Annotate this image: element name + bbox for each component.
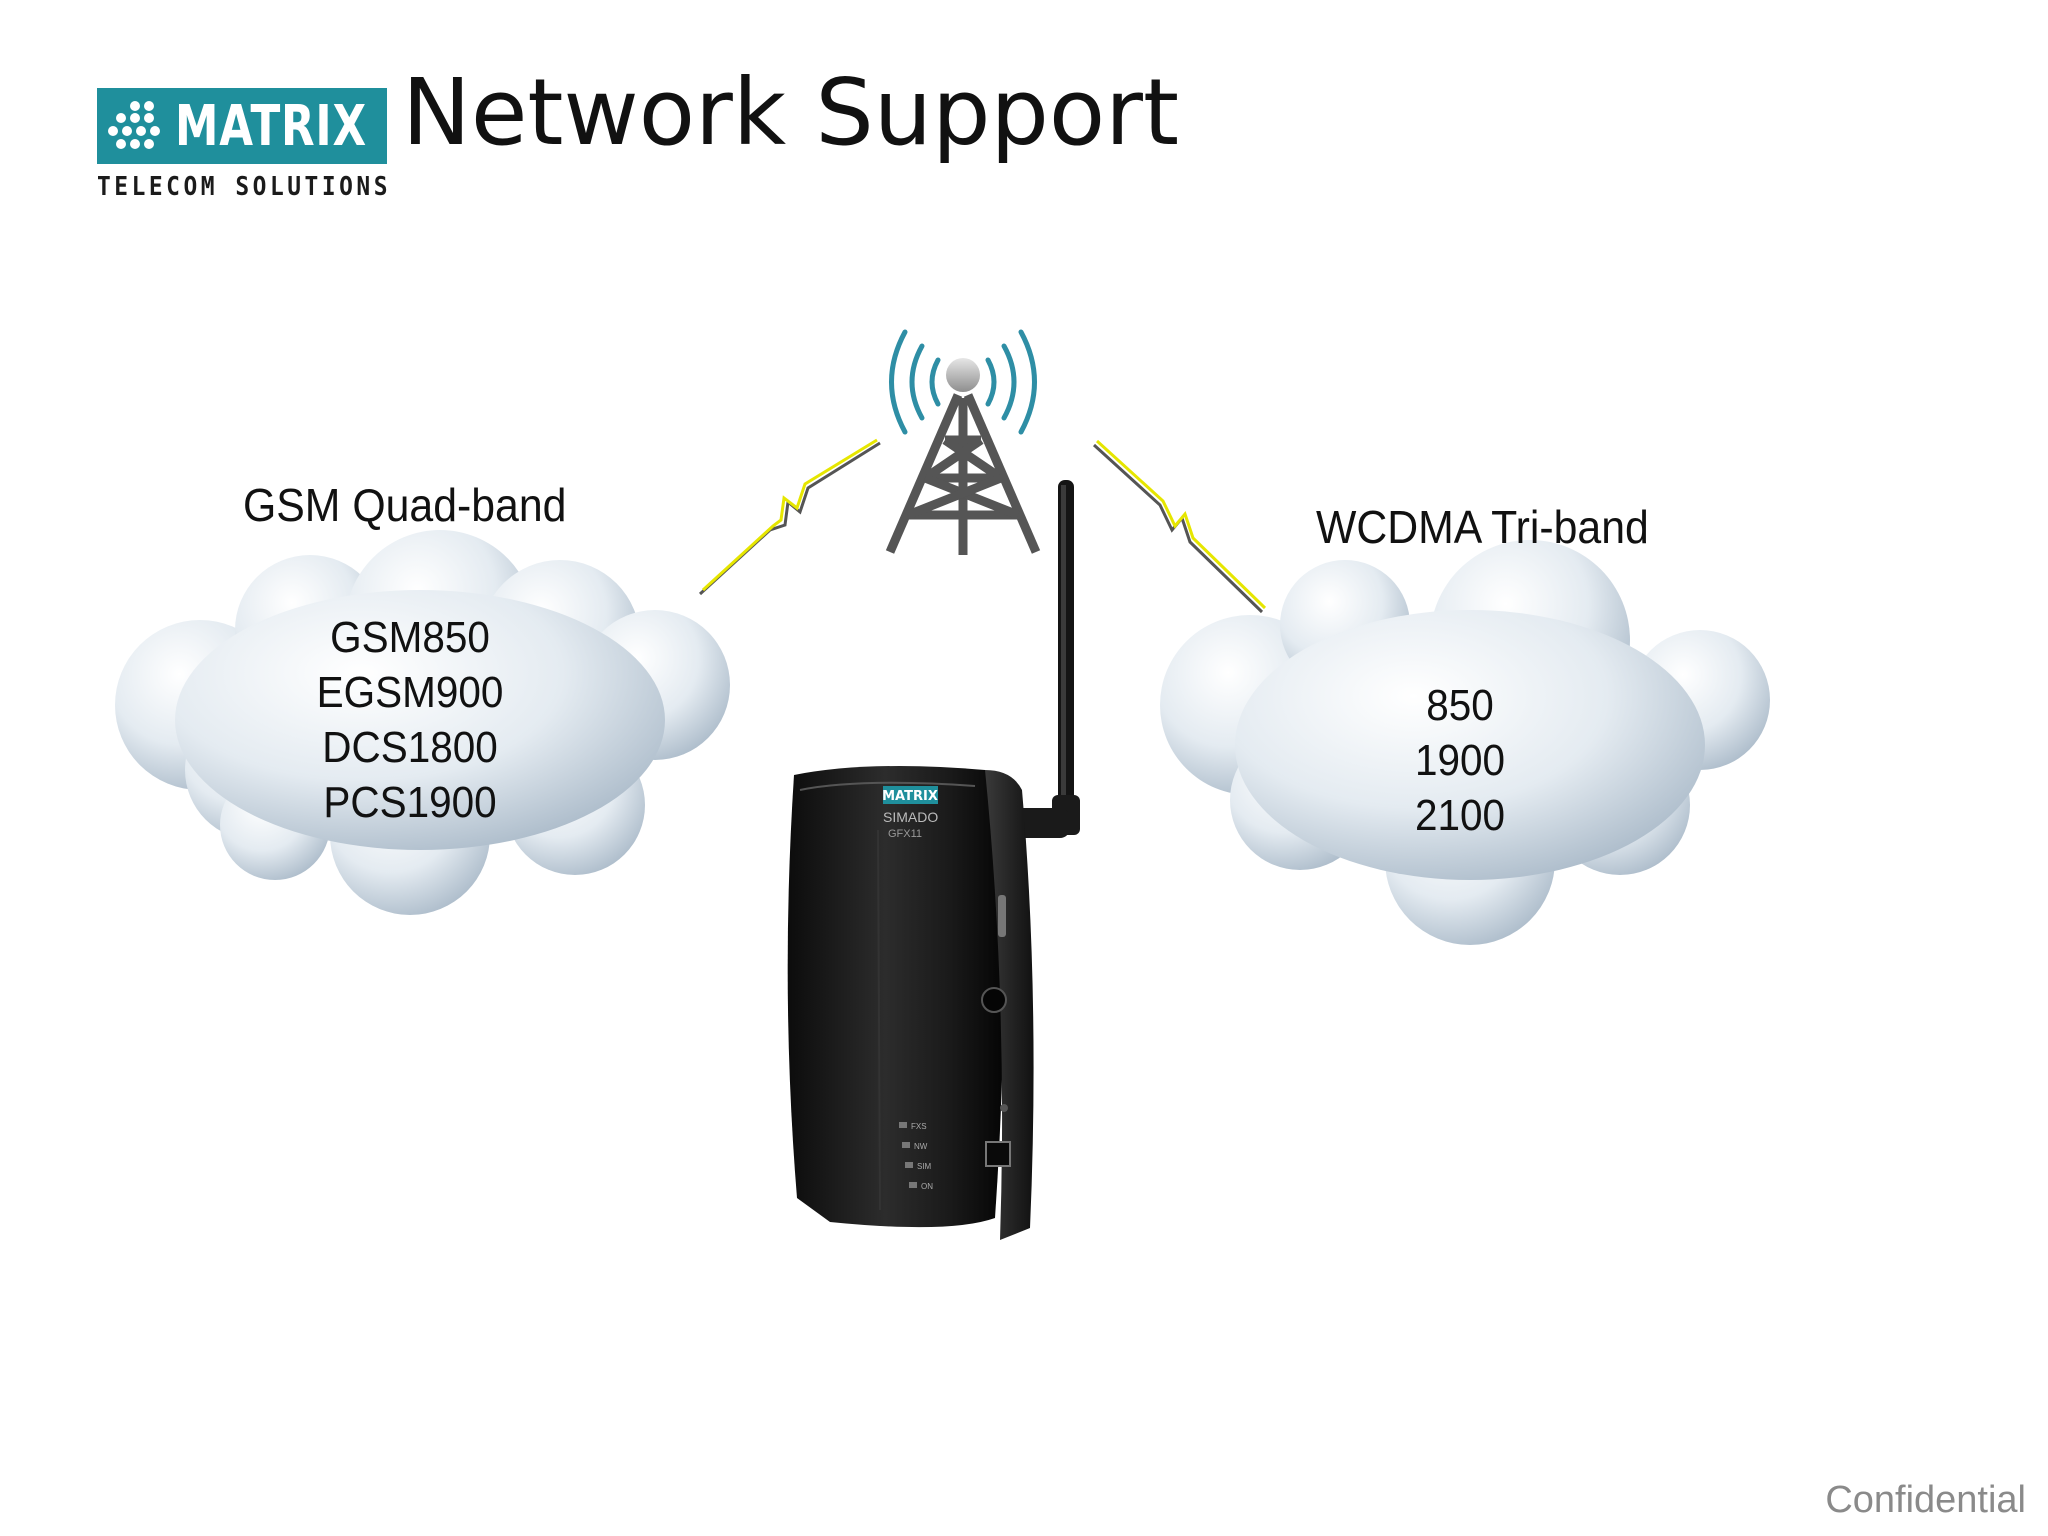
led-indicators: FXS NW SIM ON xyxy=(899,1122,933,1191)
band-item: 2100 xyxy=(1414,791,1506,840)
device-model: SIMADO xyxy=(883,809,938,825)
simado-device: MATRIX SIMADO GFX11 FXS NW SIM ON xyxy=(787,480,1080,1240)
gsm-cloud xyxy=(115,530,730,915)
band-item: 850 xyxy=(1426,681,1494,730)
logo-tagline: TELECOM SOLUTIONS xyxy=(97,172,392,202)
phone-port xyxy=(985,1141,1011,1167)
logo-dots-icon xyxy=(108,101,160,149)
device-brand: MATRIX xyxy=(882,789,938,804)
band-item: 1900 xyxy=(1414,736,1506,785)
lightning-link-right-icon xyxy=(1092,439,1267,614)
lightning-link-left-icon xyxy=(698,438,881,596)
wcdma-band-list: 850 1900 2100 xyxy=(1360,678,1560,843)
device-logo-badge xyxy=(883,786,938,804)
led-label: NW xyxy=(914,1142,928,1151)
device-submodel: GFX11 xyxy=(888,828,922,840)
band-item: EGSM900 xyxy=(316,668,504,717)
band-item: GSM850 xyxy=(330,613,490,662)
cell-tower-icon xyxy=(885,329,1041,555)
page-title: Network Support xyxy=(402,59,1180,166)
logo-wordmark: MATRIX xyxy=(175,94,367,159)
wcdma-heading: WCDMA Tri-band xyxy=(1316,501,1649,553)
wcdma-cloud xyxy=(1160,540,1770,945)
logo-box: MATRIX xyxy=(97,88,387,164)
gsm-heading: GSM Quad-band xyxy=(243,479,567,531)
sim-slot xyxy=(998,895,1006,937)
power-jack xyxy=(981,987,1007,1013)
confidential-footer: Confidential xyxy=(1825,1479,2026,1521)
matrix-logo: MATRIX TELECOM SOLUTIONS xyxy=(97,88,387,208)
band-item: DCS1800 xyxy=(322,723,498,772)
band-item: PCS1900 xyxy=(323,778,497,827)
gsm-band-list: GSM850 EGSM900 DCS1800 PCS1900 xyxy=(270,610,550,830)
led-label: SIM xyxy=(917,1162,932,1171)
led-label: FXS xyxy=(911,1122,927,1131)
led-label: ON xyxy=(921,1182,933,1191)
